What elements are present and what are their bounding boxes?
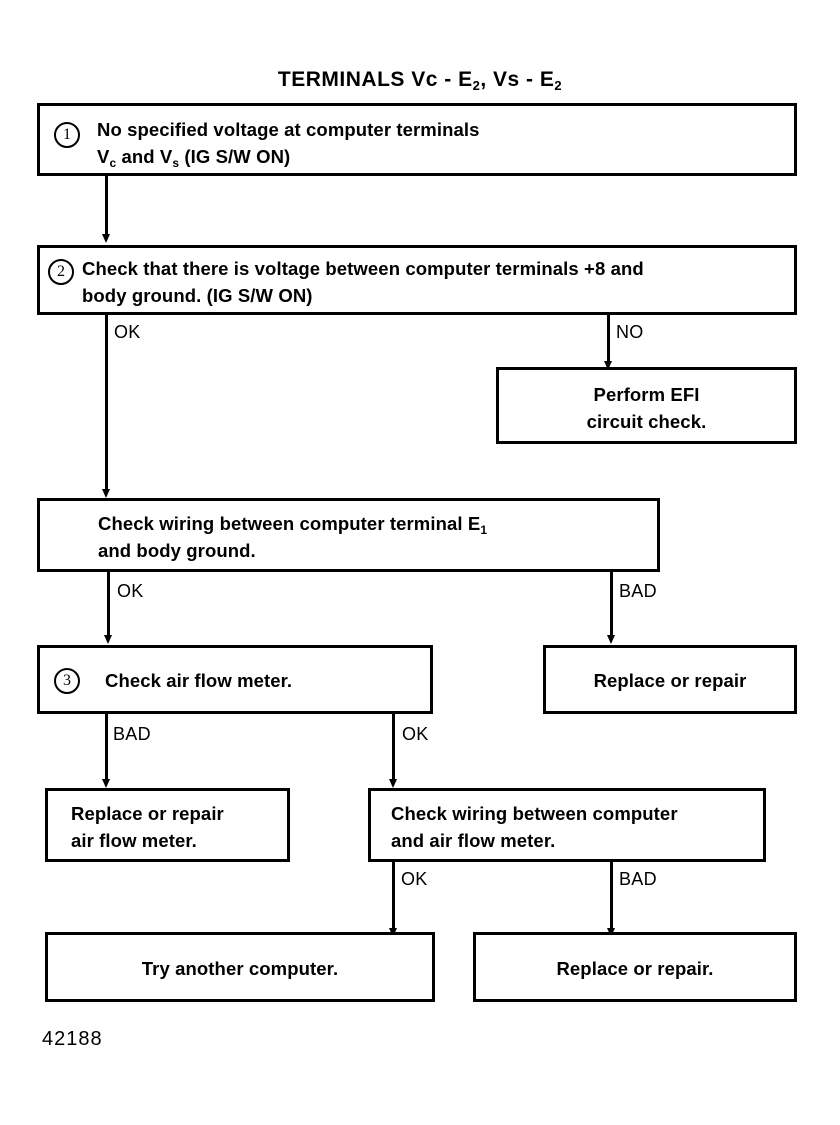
box-perform-efi-line-2: circuit check.: [586, 411, 707, 432]
title-sub-1: 2: [472, 78, 481, 93]
connector-step3-ok: [392, 714, 395, 781]
arrowhead-step1-to-step2: [102, 234, 110, 243]
branch-label-bad-e1: BAD: [619, 581, 657, 601]
branch-label-bad-afm: BAD: [619, 869, 657, 889]
arrowhead-step2-ok: [102, 489, 110, 498]
box-check-wiring-e1-line-2: and body ground.: [98, 540, 256, 561]
box-replace-or-repair-final: Replace or repair.: [473, 932, 797, 1002]
arrowhead-step3-ok: [389, 779, 397, 788]
ig-sw-on-label: (IG S/W ON): [179, 146, 291, 167]
box-step-3: 3 Check air flow meter.: [37, 645, 433, 714]
branch-label-ok-afm: OK: [401, 869, 428, 889]
branch-label-bad-step3: BAD: [113, 724, 151, 744]
arrowhead-step3-bad: [102, 779, 110, 788]
figure-number: 42188: [42, 1028, 103, 1050]
box-check-wiring-terminal-e1: Check wiring between computer terminal E…: [37, 498, 660, 572]
connector-step2-no: [607, 315, 610, 363]
title-text-prefix: TERMINALS Vc - E: [277, 68, 473, 91]
box-check-wiring-afm-line-2: and air flow meter.: [391, 830, 556, 851]
title-text-mid: , Vs - E: [480, 68, 555, 91]
box-replace-or-repair-wiring: Replace or repair: [543, 645, 797, 714]
and-label: and V: [116, 146, 173, 167]
branch-label-ok-step2: OK: [114, 322, 141, 342]
box-replace-or-repair-wiring-text: Replace or repair: [593, 670, 747, 691]
connector-afm-bad: [610, 862, 613, 930]
box-try-another-computer: Try another computer.: [45, 932, 435, 1002]
box-perform-efi-circuit-check: Perform EFI circuit check.: [496, 367, 797, 444]
connector-e1-ok: [107, 572, 110, 637]
step-number-3: 3: [54, 668, 80, 694]
box-check-wiring-afm-line-1: Check wiring between computer: [391, 803, 678, 824]
box-step-1-line-1: No specified voltage at computer termina…: [97, 119, 480, 140]
connector-afm-ok: [392, 862, 395, 930]
step-number-1: 1: [54, 122, 80, 148]
branch-label-ok-e1: OK: [117, 581, 144, 601]
box-replace-repair-afm-line-2: air flow meter.: [71, 830, 197, 851]
box-replace-repair-air-flow-meter: Replace or repair air flow meter.: [45, 788, 290, 862]
check-wiring-e1-text: Check wiring between computer terminal E: [98, 513, 481, 534]
box-step-2-line-1: Check that there is voltage between comp…: [82, 258, 644, 279]
branch-label-ok-step3: OK: [402, 724, 429, 744]
box-replace-repair-afm-line-1: Replace or repair: [71, 803, 224, 824]
connector-step2-ok: [105, 315, 108, 491]
step-number-2: 2: [48, 259, 74, 285]
connector-step1-to-step2: [105, 176, 108, 236]
vc-label: V: [97, 146, 110, 167]
box-step-2-line-2: body ground. (IG S/W ON): [82, 285, 313, 306]
box-step-1-line-2: Vc and Vs (IG S/W ON): [97, 144, 794, 171]
box-step-1: 1 No specified voltage at computer termi…: [37, 103, 797, 176]
e1-subscript: 1: [480, 523, 488, 537]
box-perform-efi-line-1: Perform EFI: [593, 384, 700, 405]
box-step-2: 2 Check that there is voltage between co…: [37, 245, 797, 315]
box-try-another-computer-text: Try another computer.: [141, 958, 339, 979]
connector-e1-bad: [610, 572, 613, 637]
box-replace-or-repair-final-text: Replace or repair.: [556, 958, 714, 979]
branch-label-no-step2: NO: [616, 322, 644, 342]
arrowhead-e1-ok: [104, 635, 112, 644]
box-check-wiring-e1-line-1: Check wiring between computer terminal E…: [98, 511, 657, 538]
vs-subscript: s: [172, 156, 180, 170]
title-sub-2: 2: [554, 78, 563, 93]
arrowhead-e1-bad: [607, 635, 615, 644]
arrowhead-step2-no: [604, 361, 612, 370]
connector-step3-bad: [105, 714, 108, 781]
vc-subscript: c: [109, 156, 117, 170]
box-step-3-line-1: Check air flow meter.: [105, 670, 293, 691]
box-check-wiring-air-flow-meter: Check wiring between computer and air fl…: [368, 788, 766, 862]
page-title: TERMINALS Vc - E2, Vs - E2: [0, 68, 840, 93]
